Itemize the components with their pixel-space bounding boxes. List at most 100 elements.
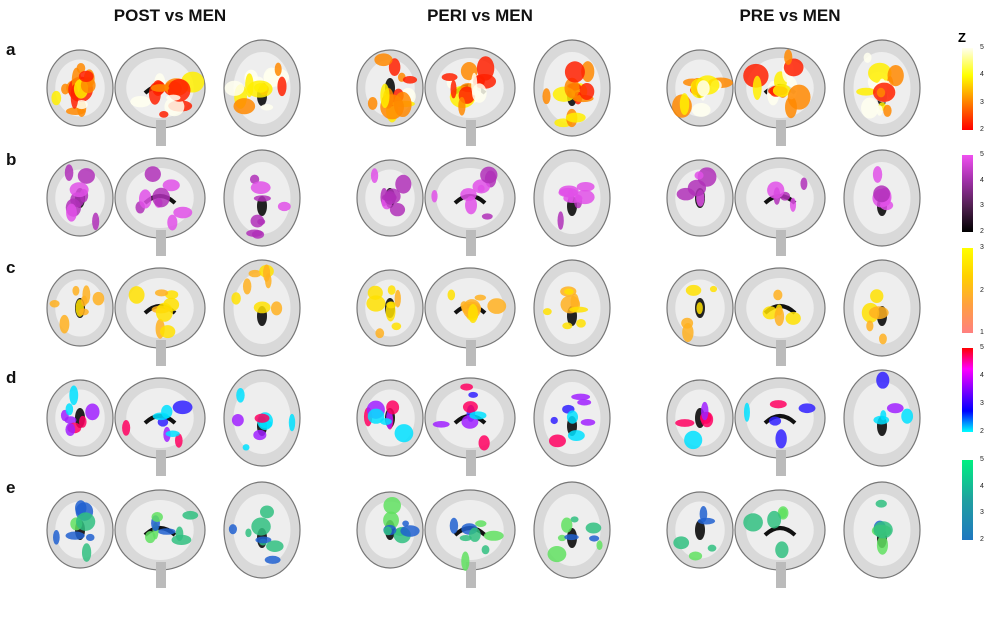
brainstem — [156, 562, 166, 588]
activation-blob — [876, 105, 883, 116]
activation-blob — [580, 419, 596, 426]
activation-blob — [460, 383, 473, 391]
brainstem — [156, 120, 166, 146]
activation-blob — [171, 534, 192, 545]
activation-blob — [78, 308, 89, 316]
activation-blob — [459, 535, 472, 542]
activation-blob — [367, 408, 385, 424]
activation-blob — [688, 551, 703, 561]
activation-blob — [72, 285, 80, 296]
colorbar-tick: 5 — [980, 456, 984, 463]
activation-blob — [155, 302, 173, 322]
activation-blob — [562, 322, 573, 330]
activation-blob — [673, 536, 690, 550]
activation-blob — [682, 323, 694, 343]
activation-blob — [441, 73, 458, 82]
activation-blob — [266, 540, 284, 552]
activation-blob — [870, 289, 884, 303]
activation-blob — [542, 308, 552, 316]
row-label: e — [6, 478, 16, 497]
activation-blob — [856, 87, 876, 96]
activation-blob — [75, 500, 87, 516]
activation-blob — [800, 177, 808, 190]
activation-blob — [883, 104, 892, 117]
activation-blob — [130, 95, 152, 108]
activation-blob — [872, 166, 883, 183]
colorbar-tick: 2 — [980, 428, 984, 435]
activation-blob — [402, 520, 409, 527]
activation-blob — [880, 410, 887, 421]
activation-blob — [255, 536, 272, 544]
activation-blob — [465, 196, 478, 215]
activation-blob — [182, 510, 199, 520]
activation-blob — [564, 288, 574, 295]
activation-blob — [557, 211, 564, 230]
colorbar — [962, 348, 973, 432]
activation-blob — [264, 555, 281, 564]
activation-blob — [274, 62, 282, 76]
activation-blob — [85, 403, 100, 421]
activation-blob — [762, 306, 778, 320]
activation-blob — [696, 302, 703, 315]
colorbar-tick: 4 — [980, 482, 984, 490]
activation-blob — [700, 401, 709, 421]
activation-blob — [288, 413, 296, 432]
activation-blob — [69, 182, 89, 198]
row-label: c — [6, 258, 16, 277]
activation-blob — [402, 75, 418, 84]
activation-blob — [861, 97, 879, 119]
activation-blob — [684, 430, 703, 450]
activation-blob — [567, 430, 585, 441]
activation-blob — [250, 181, 271, 194]
colorbar-tick: 5 — [980, 151, 984, 158]
activation-blob — [92, 212, 100, 231]
activation-blob — [561, 517, 573, 533]
activation-blob — [709, 285, 718, 293]
activation-blob — [569, 306, 589, 313]
activation-blob — [145, 530, 156, 544]
activation-blob — [866, 320, 874, 332]
activation-blob — [876, 535, 888, 555]
colorbar-tick: 1 — [980, 329, 984, 336]
activation-blob — [474, 294, 487, 301]
activation-blob — [565, 112, 586, 123]
activation-blob — [248, 269, 262, 278]
activation-blob — [374, 53, 393, 67]
activation-blob — [774, 307, 785, 327]
brainstem — [156, 450, 166, 476]
activation-blob — [233, 98, 256, 115]
activation-blob — [483, 530, 504, 541]
activation-blob — [773, 289, 783, 301]
ventricle — [695, 520, 705, 540]
brainstem — [776, 562, 786, 588]
activation-blob — [487, 298, 507, 314]
activation-blob — [772, 84, 791, 97]
activation-blob — [775, 541, 789, 559]
activation-blob — [383, 526, 392, 536]
activation-blob — [570, 293, 579, 311]
colorbar-tick: 2 — [980, 286, 984, 294]
activation-blob — [164, 97, 185, 117]
column-title: POST vs MEN — [113, 6, 227, 25]
activation-blob — [472, 179, 491, 194]
activation-blob — [557, 534, 567, 542]
activation-blob — [576, 181, 595, 192]
activation-blob — [389, 203, 406, 217]
colorbar-tick: 4 — [980, 71, 984, 79]
activation-blob — [548, 434, 566, 448]
activation-blob — [879, 333, 887, 345]
column-title: PRE vs MEN — [739, 6, 841, 25]
activation-blob — [254, 83, 268, 93]
colorbar-label: Z — [958, 30, 966, 45]
activation-blob — [64, 164, 74, 181]
activation-blob — [564, 534, 579, 541]
activation-blob — [789, 197, 797, 212]
activation-blob — [53, 529, 60, 545]
activation-blob — [697, 80, 710, 97]
activation-blob — [242, 278, 252, 295]
brainstem — [466, 340, 476, 366]
activation-blob — [167, 214, 178, 231]
activation-blob — [564, 77, 580, 99]
activation-blob — [265, 273, 272, 289]
activation-blob — [152, 187, 170, 208]
